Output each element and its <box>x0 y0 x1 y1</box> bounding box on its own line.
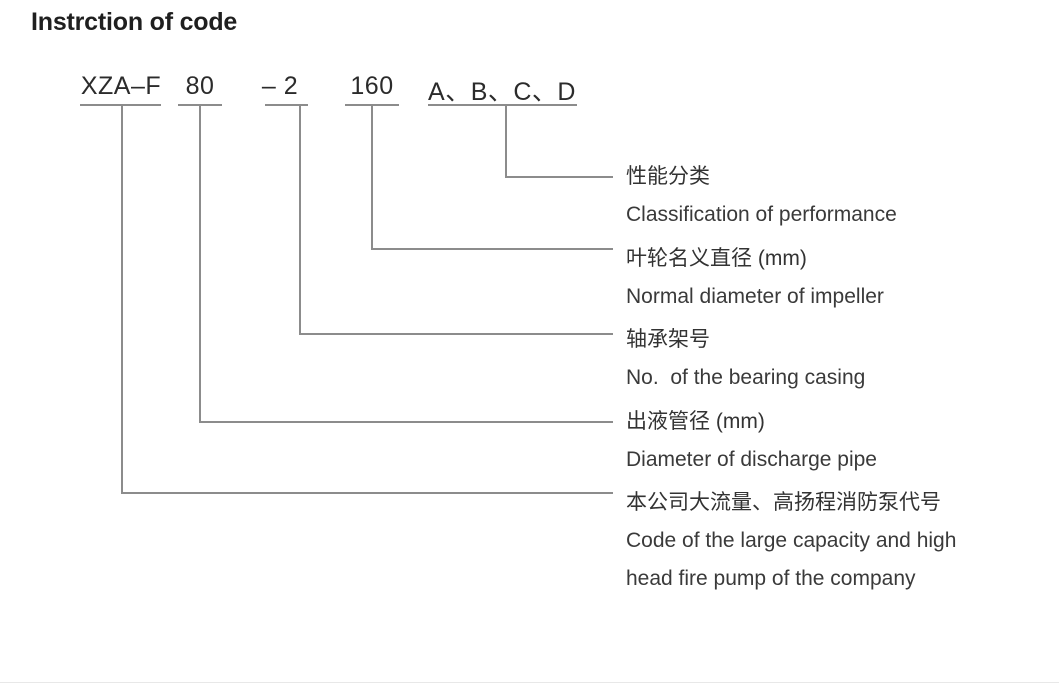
code-segment-impeller: 160 <box>350 72 394 100</box>
page-title: Instrction of code <box>31 8 238 36</box>
label-en-performance-classification: Classification of performance <box>626 203 897 226</box>
label-en2-company-pump-code: head fire pump of the company <box>626 567 916 590</box>
label-block-company-pump-code: 本公司大流量、高扬程消防泵代号 Code of the large capaci… <box>626 492 956 589</box>
code-segment-diameter: 80 <box>185 72 215 100</box>
label-en-impeller-diameter: Normal diameter of impeller <box>626 285 884 308</box>
leader-discharge-pipe-diameter <box>199 105 613 423</box>
label-cn-performance-classification: 性能分类 <box>626 165 710 188</box>
label-en-company-pump-code: Code of the large capacity and high <box>626 529 957 552</box>
code-segment-series: XZA–F <box>80 72 162 100</box>
label-block-performance-classification: 性能分类 Classification of performance <box>626 166 897 225</box>
leader-performance-classification <box>505 105 613 178</box>
label-cn-discharge-pipe-diameter: 出液管径 (mm) <box>626 410 765 433</box>
label-en-bearing-casing-number: No. of the bearing casing <box>626 366 866 389</box>
code-segment-class: A、B、C、D <box>428 78 576 106</box>
label-cn-bearing-casing-number: 轴承架号 <box>626 328 710 351</box>
leader-impeller-diameter <box>371 105 613 250</box>
leader-company-pump-code <box>121 105 613 494</box>
label-cn-impeller-diameter: 叶轮名义直径 (mm) <box>626 247 807 270</box>
label-block-discharge-pipe-diameter: 出液管径 (mm) Diameter of discharge pipe <box>626 411 877 470</box>
label-block-bearing-casing-number: 轴承架号 No. of the bearing casing <box>626 329 865 388</box>
leader-bearing-casing-number <box>299 105 613 335</box>
label-cn-company-pump-code: 本公司大流量、高扬程消防泵代号 <box>626 491 941 514</box>
label-block-impeller-diameter: 叶轮名义直径 (mm) Normal diameter of impeller <box>626 248 884 307</box>
label-en-discharge-pipe-diameter: Diameter of discharge pipe <box>626 448 877 471</box>
code-segment-bearing: – 2 <box>261 72 299 100</box>
